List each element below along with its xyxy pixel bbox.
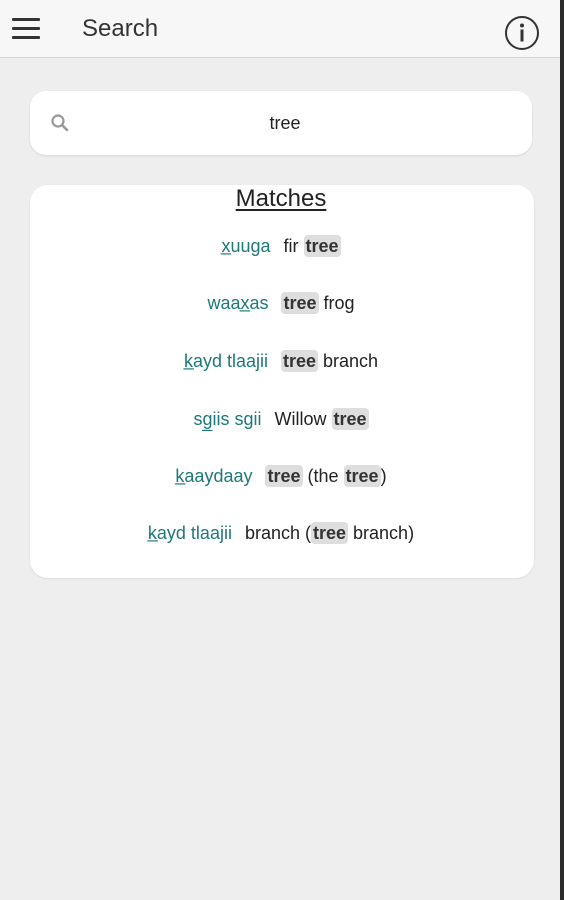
results-card [30,185,534,578]
search-icon [51,114,69,132]
result-row[interactable]: sg̲iis sgii Willow tree [0,404,562,434]
match-highlight: tree [331,407,369,430]
result-definition: fir tree [283,234,341,257]
result-row[interactable]: k̲ayd tlaajii tree branch [0,346,562,376]
result-definition: tree frog [281,291,355,314]
match-highlight: tree [311,521,349,544]
result-word: k̲ayd tlaajii [183,350,268,371]
result-word: sg̲iis sgii [193,408,262,429]
result-row[interactable]: k̲aaydaay tree (the tree) [0,461,562,491]
result-definition: Willow tree [274,407,369,430]
info-circle-icon[interactable] [504,15,540,51]
result-word: x̲uuga [221,235,271,256]
matches-heading: Matches [235,185,327,212]
match-highlight: tree [281,291,319,314]
search-input[interactable] [80,106,490,140]
hamburger-menu-icon[interactable] [12,17,42,41]
match-highlight: tree [265,464,303,487]
result-word: k̲ayd tlaajii [147,522,232,543]
match-highlight: tree [303,234,341,257]
result-word: k̲aaydaay [175,465,253,486]
page-title: Search [82,15,159,42]
result-row[interactable]: x̲uuga fir tree [0,231,562,261]
result-row[interactable]: waax̲as tree frog [0,288,562,318]
match-highlight: tree [343,464,381,487]
result-word: waax̲as [207,292,269,313]
result-definition: branch (tree branch) [244,521,415,544]
result-definition: tree branch [280,349,379,372]
result-definition: tree (the tree) [265,464,387,487]
window-edge [560,0,564,900]
app-bar: Search [0,0,560,58]
result-row[interactable]: k̲ayd tlaajii branch (tree branch) [0,518,562,548]
match-highlight: tree [280,349,319,372]
